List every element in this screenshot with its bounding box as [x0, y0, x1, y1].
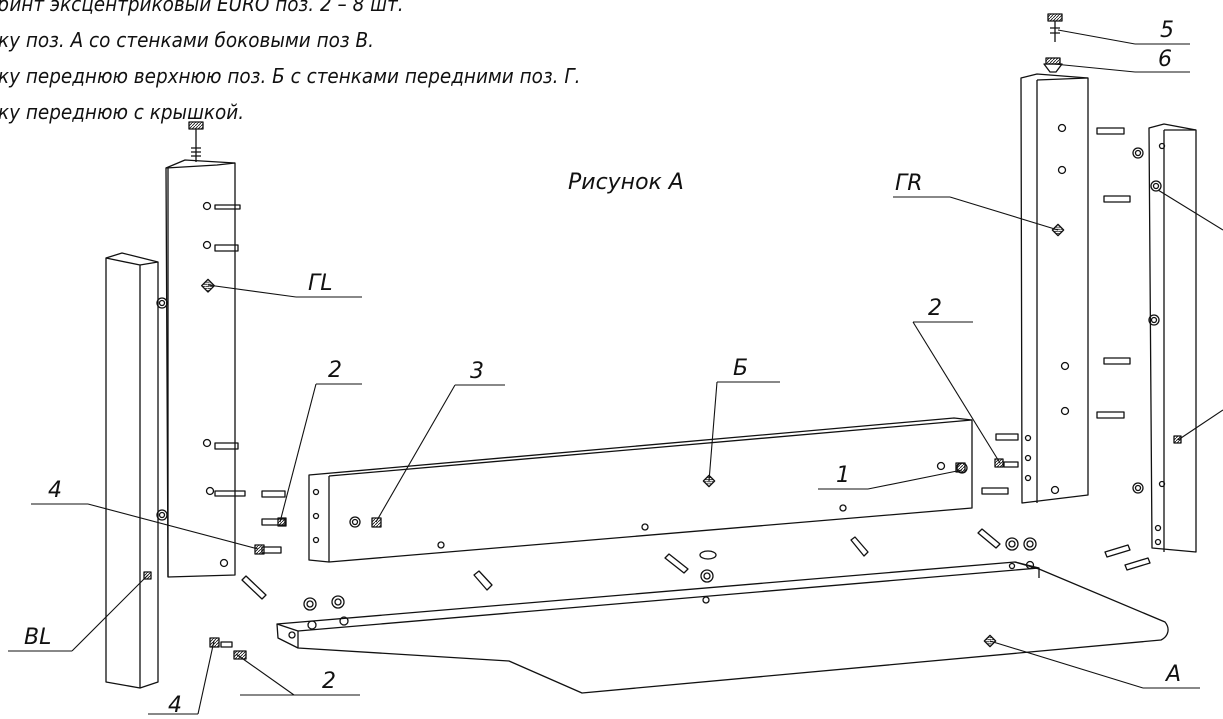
- panel-gr: [981, 13, 1131, 504]
- panel-bl: [105, 252, 168, 689]
- instruction-line-3: ку переднюю верхнюю поз. Б с стенками пе…: [0, 64, 581, 88]
- label-gl: ГL: [308, 271, 333, 296]
- label-pos-4-top: 4: [48, 478, 62, 503]
- instruction-line-2: ку поз. А со стенками боковыми поз В.: [0, 28, 374, 52]
- label-pos-1: 1: [836, 463, 850, 488]
- panel-right-back: [1104, 123, 1197, 571]
- panel-a: [209, 528, 1169, 694]
- instruction-line-4: ку переднюю с крышкой.: [0, 100, 245, 124]
- label-b: Б: [733, 356, 748, 381]
- label-a: А: [1164, 662, 1181, 687]
- label-pos-4-bottom: 4: [168, 693, 182, 718]
- figure-caption: Рисунок А: [568, 170, 684, 195]
- label-pos-2-right: 2: [928, 296, 942, 321]
- panel-gl: [165, 121, 287, 578]
- label-bl: BL: [24, 625, 51, 650]
- instruction-line-1: бинт эксцентриковый EURO поз. 2 – 8 шт.: [0, 0, 404, 16]
- label-gr: ГR: [895, 171, 923, 196]
- label-pos-2-left: 2: [328, 358, 342, 383]
- label-pos-6: 6: [1158, 47, 1172, 72]
- panel-b: [308, 417, 973, 563]
- leader-lines: [8, 29, 1223, 715]
- screw-top-left: [188, 121, 204, 162]
- label-pos-5: 5: [1160, 18, 1174, 43]
- label-pos-2-bottom: 2: [322, 669, 336, 694]
- label-pos-3: 3: [470, 359, 484, 384]
